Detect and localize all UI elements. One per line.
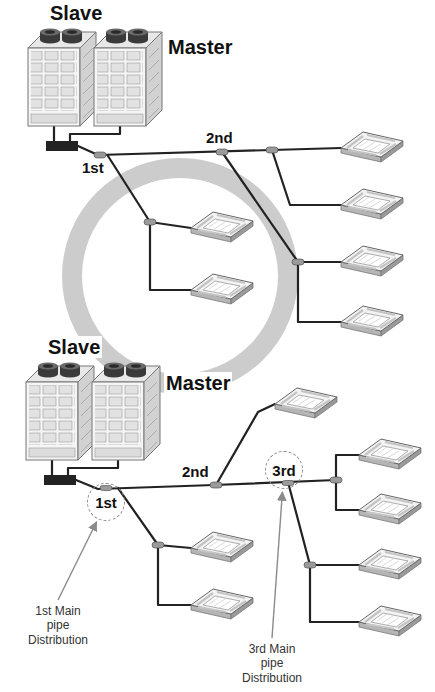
- unit-label: Slave: [48, 2, 104, 24]
- distribution-circle: 1st: [87, 483, 125, 521]
- header-joint: [44, 475, 76, 485]
- outdoor-units: [26, 29, 162, 486]
- refrigerant-pipes: [52, 126, 359, 622]
- branch-number: 1st: [94, 495, 118, 510]
- unit-label: Master: [166, 36, 234, 58]
- callout-leaders: [58, 492, 282, 638]
- callout-note: 3rd Main pipe Distribution: [240, 642, 304, 685]
- branch-number: 1st: [80, 160, 106, 175]
- branch-number: 2nd: [180, 464, 211, 479]
- unit-label: Slave: [46, 336, 102, 358]
- header-joint: [46, 141, 78, 151]
- branch-number: 3rd: [271, 463, 296, 478]
- callout-note: 1st Main pipe Distribution: [26, 604, 90, 647]
- unit-label: Master: [164, 372, 232, 394]
- distribution-circle: 3rd: [265, 451, 303, 489]
- branch-joints: [94, 147, 342, 568]
- branch-number: 2nd: [204, 130, 235, 145]
